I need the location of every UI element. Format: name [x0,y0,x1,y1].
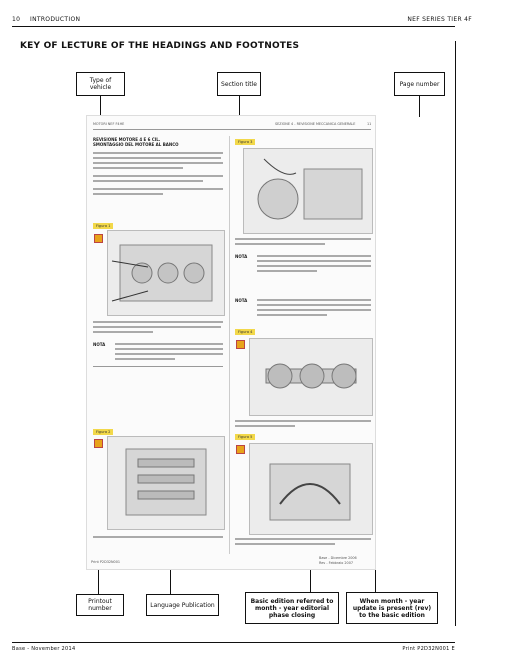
arrow-type-of-vehicle [100,96,101,117]
header-section: INTRODUCTION [30,16,81,23]
sample-figure-label: Figura 4 [235,329,256,335]
warning-icon [236,445,245,454]
engine-block-drawing [107,230,225,316]
footer-right: Print P2D32N001 E [402,646,455,652]
sample-text-line [93,157,221,159]
sample-text-line [257,260,371,262]
sample-column-divider [229,136,230,554]
sample-figure-label: Figura 2 [93,429,114,435]
sample-figure-label: Figura 1 [93,223,114,229]
sample-text-line [93,152,223,154]
warning-icon [94,234,103,243]
sample-text-line [257,255,371,257]
callout-type-of-vehicle: Type of vehicle [76,72,125,96]
callout-section-title: Section title [217,72,261,96]
bearing-removal-drawing [249,443,373,535]
sample-text-line [93,162,223,164]
sample-text-line [93,321,223,323]
sample-text-line [93,193,163,195]
sample-text-line [115,353,223,355]
callout-page-number-text: Page number [399,80,440,88]
sample-footer-right-line2: Rev - Febbraio 2007 [319,561,354,565]
arrow-basic-edition [310,570,311,592]
sample-text-line [235,420,371,422]
callout-update-text: When month - year update is present (rev… [352,597,432,619]
sample-nota-right-1: NOTA [235,254,248,259]
arrow-language [170,570,171,594]
callout-basic-edition-text: Basic edition referred to month - year e… [250,597,334,619]
callout-printout-number-text: Printout number [88,598,112,612]
sample-text-line [115,348,223,350]
sample-text-line [257,299,371,301]
sample-text-line [235,425,295,427]
footer-left: Base - November 2014 [12,646,76,652]
sample-footer-left: Print P2D32N001 [91,560,121,564]
sample-text-line [93,180,203,182]
sample-nota-rule [93,366,223,367]
sample-figure-label: Figura 3 [235,139,256,145]
arrow-printout-number [98,570,99,594]
sample-figure-label: Figura 5 [235,434,256,440]
main-bearing-drawing [243,148,373,234]
crankcase-drawing [107,436,225,530]
sample-text-line [257,265,371,267]
sample-nota-right-2: NOTA [235,298,248,303]
sample-heading-line1: REVISIONE MOTORE 4 E 6 CIL. [93,137,161,142]
callout-printout-number: Printout number [76,594,124,616]
sample-footer-right-line1: Base - Dicembre 2006 [319,556,357,560]
arrow-page-number [419,96,420,117]
callout-basic-edition: Basic edition referred to month - year e… [245,592,339,624]
crankshaft-drawing [249,338,373,416]
warning-icon [94,439,103,448]
sample-right-running-head: SEZIONE 4 - REVISIONE MECCANICA GENERALE [275,122,356,126]
sample-head-rule [93,129,371,130]
callout-page-number: Page number [394,72,445,96]
sample-text-line [115,358,175,360]
sample-text-line [93,188,223,190]
sample-nota-left: NOTA [93,342,106,347]
callout-section-title-text: Section title [221,80,257,88]
sample-left-running-head: MOTORI NEF F4HE [93,122,125,126]
callout-language-publication: Language Publication [146,594,219,616]
arrow-section-title [239,96,240,117]
sample-text-line [93,536,223,538]
callout-language-publication-text: Language Publication [150,601,215,609]
header-rule [12,26,455,27]
footer-rule [12,642,455,643]
sample-text-line [235,243,325,245]
sample-text-line [93,167,183,169]
sample-text-line [257,304,371,306]
sample-text-line [257,309,371,311]
right-margin-rule [455,41,456,626]
callout-type-of-vehicle-text: Type of vehicle [89,77,112,91]
sample-text-line [235,538,371,540]
header-page-number: 10 [12,16,21,23]
warning-icon [236,340,245,349]
sample-manual-page: MOTORI NEF F4HE SEZIONE 4 - REVISIONE ME… [86,115,376,570]
sample-right-page-number: 11 [367,122,372,126]
page-title: KEY OF LECTURE OF THE HEADINGS AND FOOTN… [20,41,300,51]
sample-text-line [235,238,371,240]
header-series: NEF SERIES TIER 4F [407,16,472,23]
sample-text-line [93,326,221,328]
sample-text-line [93,175,223,177]
sample-text-line [235,543,335,545]
sample-text-line [257,314,327,316]
sample-heading-line2: SMONTAGGIO DEL MOTORE AL BANCO [93,142,179,147]
arrow-update [375,570,376,592]
sample-text-line [93,331,153,333]
callout-update: When month - year update is present (rev… [346,592,438,624]
sample-text-line [115,343,223,345]
sample-text-line [257,270,317,272]
